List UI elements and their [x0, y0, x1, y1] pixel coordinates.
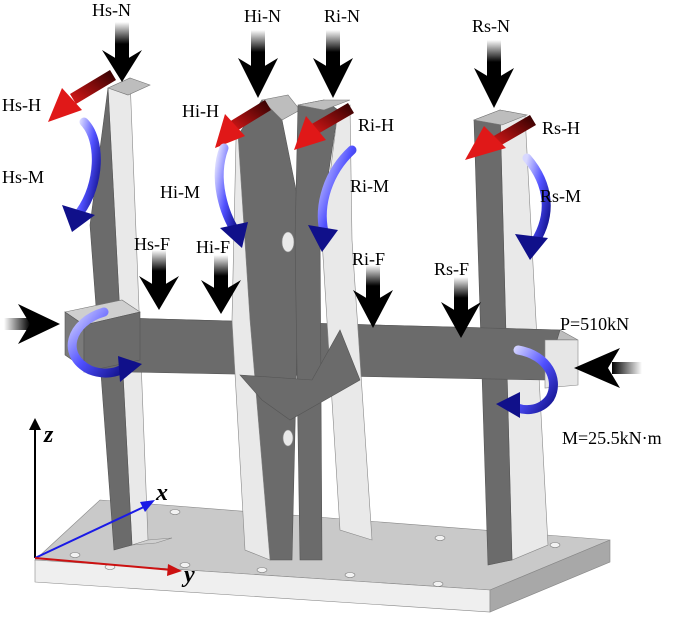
label-rs-m: Rs-M [540, 186, 581, 206]
slot-lower [282, 429, 294, 447]
label-hs-f: Hs-F [134, 234, 170, 254]
arrow-hs-h [48, 70, 116, 122]
label-hi-h: Hi-H [182, 101, 219, 121]
labels: Hs-N Hi-N Ri-N Rs-N Hs-H Hi-H Ri-H Rs-H … [2, 0, 662, 588]
arrow-beam-left-m [67, 307, 142, 382]
label-hs-h: Hs-H [2, 95, 41, 115]
label-ri-m: Ri-M [350, 176, 389, 196]
arrow-rs-f [441, 277, 481, 338]
arrow-hs-n [102, 22, 142, 82]
label-rs-n: Rs-N [472, 16, 510, 36]
base-plate [34, 499, 611, 613]
x-axis [34, 504, 149, 559]
arrow-rs-m [515, 153, 551, 260]
label-hi-f: Hi-F [196, 237, 230, 257]
axis-label-y: y [181, 562, 195, 588]
leg-hi [231, 94, 301, 561]
arrow-p-right [574, 348, 642, 388]
arrow-ri-m [308, 145, 357, 252]
axis-label-z: z [43, 422, 54, 448]
arrow-rs-n [474, 40, 514, 108]
arrow-rs-h [465, 115, 536, 160]
axial-force-arrows [4, 304, 642, 388]
arrow-hs-f [139, 250, 179, 310]
arrow-m-right [496, 345, 558, 418]
label-ri-n: Ri-N [324, 6, 360, 26]
coordinate-axes [29, 418, 182, 576]
arrow-left-end [4, 304, 60, 344]
center-node [239, 329, 361, 421]
label-m: M=25.5kN·m [562, 428, 662, 448]
arrow-hi-h [215, 100, 271, 148]
arrow-hi-f [201, 255, 241, 314]
label-p: P=510kN [560, 314, 629, 334]
arrow-ri-h [294, 103, 354, 150]
arrow-hi-n [238, 30, 278, 98]
label-rs-h: Rs-H [542, 118, 580, 138]
arrow-ri-n [313, 30, 353, 98]
vertical-force-arrows [102, 22, 514, 338]
label-ri-h: Ri-H [358, 115, 394, 135]
slot-upper [281, 231, 295, 253]
label-rs-f: Rs-F [434, 259, 469, 279]
axis-label-x: x [155, 480, 168, 506]
arrow-ri-f [353, 265, 393, 328]
moment-arrows [62, 117, 558, 418]
label-hi-n: Hi-N [244, 6, 281, 26]
y-axis [34, 557, 173, 571]
horizontal-force-arrows [48, 70, 536, 160]
label-hi-m: Hi-M [160, 182, 200, 202]
label-hs-n: Hs-N [92, 0, 131, 20]
label-hs-m: Hs-M [2, 167, 44, 187]
arrow-hs-m [62, 117, 101, 232]
bolt-holes [69, 509, 561, 587]
label-ri-f: Ri-F [352, 249, 385, 269]
arrow-hi-m [214, 143, 248, 248]
